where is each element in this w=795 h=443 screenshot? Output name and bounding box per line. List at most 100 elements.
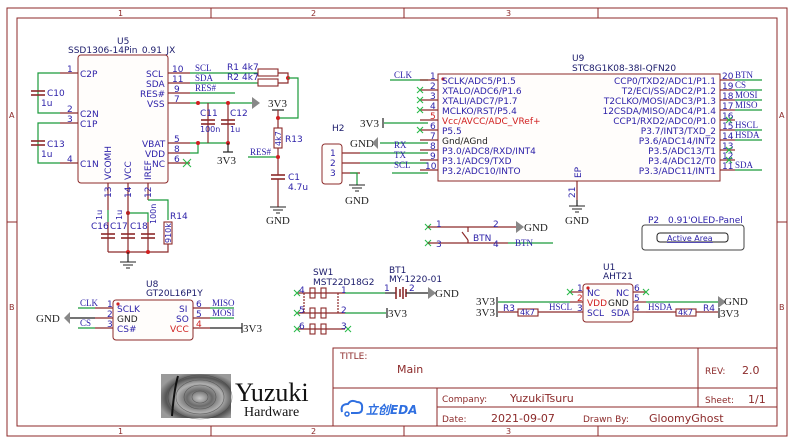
r13-resistor[interactable]: 4k7 R13 bbox=[273, 127, 303, 149]
c18-value: 100n bbox=[149, 204, 158, 224]
r13-value: 4k7 bbox=[274, 131, 283, 146]
title-block: TITLE: Main REV: 2.0 Company: YuzukiTsur… bbox=[332, 347, 778, 427]
u5-right-nets: SCL SDA RES# bbox=[182, 63, 260, 168]
u5-ssd1306[interactable]: U5 SSD1306-14Pin_0.91_JX 1 C2P 2 C2N 3 C… bbox=[60, 37, 190, 210]
r2-resistor[interactable]: R2 4k7 bbox=[227, 73, 279, 87]
c13-value: 1u bbox=[41, 150, 52, 160]
u1-pin-6-num: 6 bbox=[634, 284, 640, 294]
r14-ref: R14 bbox=[170, 212, 188, 222]
u1-pin-6-name: NC bbox=[616, 289, 629, 299]
u9-ref: U9 bbox=[572, 54, 585, 64]
u9-pin-13-num: 13 bbox=[722, 142, 733, 152]
u9-pin-3-num: 3 bbox=[430, 92, 436, 102]
h2-header[interactable]: H2 1 2 3 GND bbox=[321, 124, 369, 207]
c13-capacitor[interactable]: C13 1u bbox=[31, 122, 65, 164]
r4-resistor[interactable]: 4k7 R4 bbox=[675, 304, 715, 317]
drawn-by-value: GloomyGhost bbox=[649, 412, 724, 425]
sw1-pin-6: 6 bbox=[299, 322, 305, 332]
date-value: 2021-09-07 bbox=[491, 412, 555, 425]
u5-pin-7-num: 7 bbox=[174, 95, 180, 105]
power-gnd-u9: GND bbox=[350, 138, 374, 150]
gnd-flag-icon bbox=[252, 97, 260, 109]
net-label-clk: CLK bbox=[394, 70, 413, 80]
no-connect-icon bbox=[566, 288, 574, 296]
sw1-value: MST22D18G2 bbox=[313, 278, 375, 288]
u8-pin-5-num: 5 bbox=[196, 310, 202, 320]
u5-pin-11-name: SDA bbox=[146, 80, 165, 90]
btn-ref: BTN bbox=[473, 234, 491, 244]
u1-pin-2-name: VDD bbox=[587, 299, 607, 309]
u9-pin-8-num: 8 bbox=[430, 142, 436, 152]
zone-row-a-right: A bbox=[779, 111, 785, 120]
net-label-cs: CS bbox=[735, 80, 746, 90]
u9-right-pins: 20CCP0/TXD2/ADC1/P1.1BTN19T2/ECI/SS/ADC2… bbox=[602, 70, 762, 177]
u1-pin-3-name: SCL bbox=[587, 309, 604, 319]
u9-pin-18-name: T2CLKO/MOSI/ADC3/P1.3 bbox=[603, 97, 716, 107]
u9-pin-9-num: 9 bbox=[430, 152, 436, 162]
h2-pin-2: 2 bbox=[330, 159, 336, 169]
power-3v3-r13: 3V3 bbox=[268, 98, 287, 110]
u8-ref: U8 bbox=[146, 280, 159, 290]
net-label-sda: SDA bbox=[195, 73, 214, 83]
r3-resistor[interactable]: 4k7 R3 bbox=[503, 304, 539, 317]
btn-switch[interactable]: 1 2 3 4 BTN GND BTN bbox=[424, 220, 553, 250]
u8-pin-2-name: GND bbox=[117, 315, 138, 325]
r3-value: 4k7 bbox=[520, 308, 535, 317]
u5-pin-1-num: 1 bbox=[67, 65, 73, 75]
u5-value: SSD1306-14Pin_0.91_JX bbox=[68, 46, 175, 56]
net-label-res-r13: RES# bbox=[250, 147, 272, 157]
u9-pin-5-num: 5 bbox=[430, 112, 436, 122]
u9-pin-4-num: 4 bbox=[430, 102, 436, 112]
p2-oled-panel[interactable]: P2 0.91'OLED-Panel Active Area bbox=[641, 216, 745, 251]
p2-active-area: Active Area bbox=[667, 234, 713, 243]
u1-aht21[interactable]: U1 AHT21 1 NC 2 VDD 3 SCL 6 NC 5 GND 4 S… bbox=[566, 263, 650, 323]
u5-pin-13-name: VCOMH bbox=[104, 146, 114, 180]
c13-ref: C13 bbox=[47, 140, 65, 150]
c1-capacitor[interactable]: C1 4.7u bbox=[271, 173, 308, 193]
r4-value: 4k7 bbox=[678, 308, 693, 317]
net-label-tx: TX bbox=[394, 150, 406, 160]
u9-pin-15-num: 15 bbox=[722, 122, 733, 132]
u5-pin-6-name: NC bbox=[152, 160, 165, 170]
u9-stc8g1k08[interactable]: U9 STC8G1K08-38I-QFN20 bbox=[437, 54, 721, 182]
net-label-hscl: HSCL bbox=[549, 302, 572, 312]
u1-pin-1-name: NC bbox=[587, 289, 600, 299]
c10-capacitor[interactable]: C10 1u bbox=[31, 72, 65, 114]
gnd-icon-c1 bbox=[270, 206, 286, 214]
zone-col-1-bottom: 1 bbox=[118, 427, 123, 436]
u5-pin-3-num: 3 bbox=[67, 115, 73, 125]
c11-value: 100n bbox=[200, 125, 220, 134]
btn-pin-1: 1 bbox=[436, 220, 442, 230]
c11-ref: C11 bbox=[200, 109, 218, 119]
u9-pin-11-name: P3.3/ADC11/INT1 bbox=[639, 167, 716, 177]
h2-ref: H2 bbox=[332, 124, 345, 134]
u9-pin-7-num: 7 bbox=[430, 132, 436, 142]
gnd-flag-icon bbox=[718, 296, 726, 308]
no-connect-icon bbox=[293, 309, 301, 317]
logo-hardware: Hardware bbox=[244, 405, 299, 420]
bt1-battery[interactable]: BT1 MY-1220-01 1 2 GND bbox=[384, 266, 459, 300]
rev-value: 2.0 bbox=[742, 364, 760, 377]
sw1-pin-5: 5 bbox=[299, 306, 305, 316]
u8-pin-1-name: SCLK bbox=[117, 305, 141, 315]
c12-value: 1u bbox=[230, 125, 240, 134]
eda-logo: 立创EDA bbox=[340, 399, 417, 417]
sw1-switch[interactable]: SW1 MST22D18G2 4 5 6 1 2 3 bbox=[293, 268, 375, 335]
net-label-scl: SCL bbox=[394, 160, 411, 170]
u8-pin-4-num: 4 bbox=[196, 320, 202, 330]
u9-pin-6-name: P5.5 bbox=[442, 127, 462, 137]
u8-gt20l16p1y[interactable]: U8 GT20L16P1Y 1 SCLK 2 GND 3 CS# 6 SI 5 … bbox=[95, 280, 210, 341]
net-label-mosi-u8: MOSI bbox=[212, 308, 235, 318]
no-connect-icon bbox=[642, 288, 650, 296]
r13-ref: R13 bbox=[285, 135, 303, 145]
no-connect-icon bbox=[344, 325, 352, 333]
gnd-icon-u5 bbox=[120, 261, 136, 269]
u5-pin-12-num: 12 bbox=[144, 187, 154, 198]
u8-pin-3-name: CS# bbox=[117, 325, 137, 335]
sw1-pin-1: 1 bbox=[341, 286, 347, 296]
title-label: TITLE: bbox=[339, 352, 367, 362]
u8-pin-2-num: 2 bbox=[107, 310, 113, 320]
u5-pin-10-name: SCL bbox=[146, 70, 163, 80]
gnd-icon-u9 bbox=[569, 205, 585, 213]
u1-pin-5-name: GND bbox=[608, 299, 629, 309]
